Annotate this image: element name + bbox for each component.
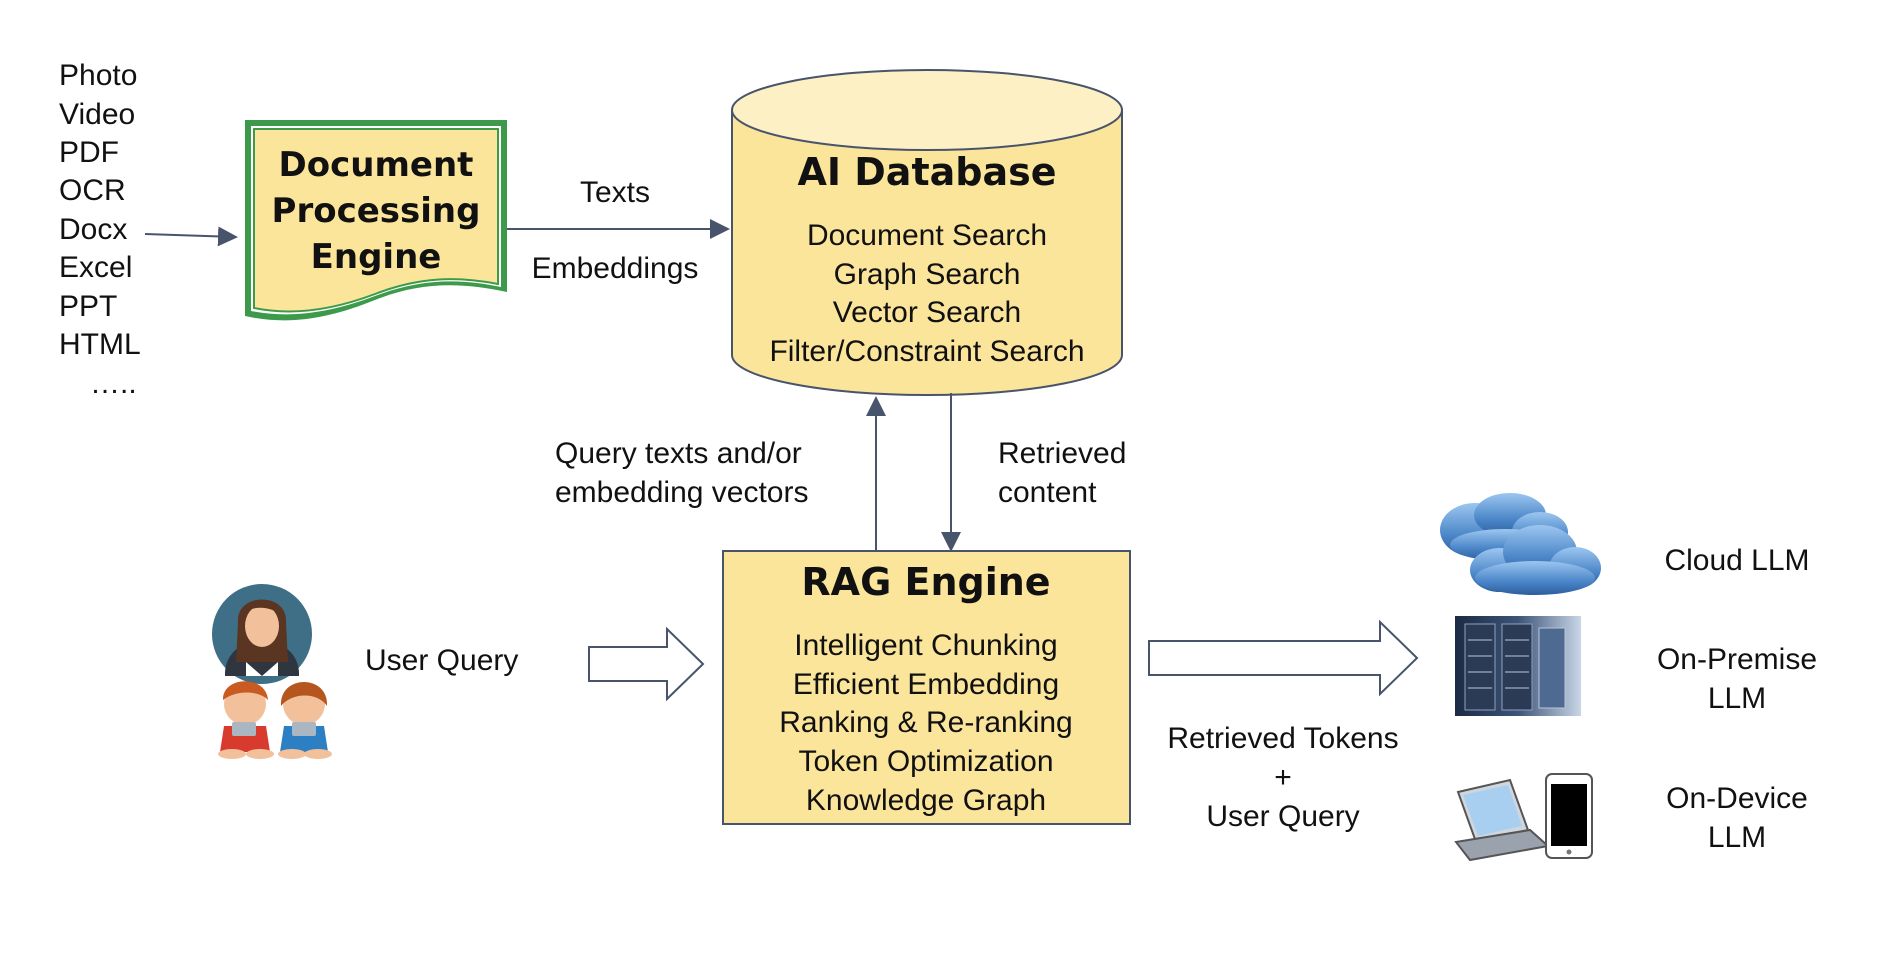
people-icon: [212, 584, 332, 759]
llm-on-device-label-1: On-Device: [1666, 782, 1808, 815]
rag-engine-box: [722, 550, 1131, 825]
rag-item-knowledge-graph: Knowledge Graph: [806, 784, 1046, 817]
retrieved-label-line-1: Retrieved: [998, 437, 1126, 470]
server-rack-icon: [1455, 616, 1581, 716]
output-label-plus: +: [1274, 761, 1292, 794]
ai-database: AI Database Document Search Graph Search…: [731, 69, 1123, 396]
llm-on-device-label-2: LLM: [1708, 821, 1766, 854]
rag-item-ranking: Ranking & Re-ranking: [779, 706, 1072, 739]
rag-item-embedding: Efficient Embedding: [793, 668, 1059, 701]
link-label-embeddings: Embeddings: [532, 252, 699, 285]
db-cylinder-top: [731, 69, 1123, 151]
arrow-inputs-to-doc-engine: [144, 226, 238, 247]
db-item-document-search: Document Search: [807, 219, 1047, 252]
doc-engine-label-3: Engine: [311, 237, 442, 277]
llm-on-premise-label-2: LLM: [1708, 682, 1766, 715]
doc-engine-label-1: Document: [279, 145, 474, 185]
input-format-html: HTML: [59, 328, 141, 361]
block-arrow-user-to-rag: [588, 626, 705, 702]
input-format-photo: Photo: [59, 59, 137, 92]
doc-processing-engine: Document Processing Engine: [245, 120, 507, 321]
link-label-texts: Texts: [580, 176, 650, 209]
db-cylinder-body: [731, 109, 1123, 396]
db-title: AI Database: [797, 150, 1056, 194]
input-format-list: Photo Video PDF OCR Docx Excel PPT HTML …: [59, 59, 141, 400]
rag-engine: RAG Engine Intelligent Chunking Efficien…: [722, 550, 1131, 825]
user-query-label: User Query: [365, 644, 518, 677]
output-label-line-1: Retrieved Tokens: [1167, 722, 1398, 755]
llm-on-premise-label-1: On-Premise: [1657, 643, 1817, 676]
rag-item-token-optimization: Token Optimization: [798, 745, 1053, 778]
query-label-line-2: embedding vectors: [555, 476, 808, 509]
input-format-ocr: OCR: [59, 174, 126, 207]
cloud-icon: [1440, 493, 1601, 595]
input-format-pdf: PDF: [59, 136, 119, 169]
llm-cloud-label: Cloud LLM: [1664, 544, 1809, 577]
input-format-docx: Docx: [59, 213, 127, 246]
input-format-excel: Excel: [59, 251, 132, 284]
input-format-video: Video: [59, 98, 135, 131]
laptop-phone-icon: [1454, 773, 1593, 862]
block-arrow-rag-to-llms: [1148, 619, 1419, 697]
db-item-vector-search: Vector Search: [833, 296, 1021, 329]
doc-engine-body: [253, 128, 499, 313]
doc-engine-label-2: Processing: [272, 191, 481, 231]
db-item-graph-search: Graph Search: [834, 258, 1021, 291]
output-label-line-3: User Query: [1206, 800, 1359, 833]
rag-title: RAG Engine: [801, 560, 1050, 604]
rag-item-chunking: Intelligent Chunking: [794, 629, 1058, 662]
input-format-ppt: PPT: [59, 290, 117, 323]
query-label-line-1: Query texts and/or: [555, 437, 802, 470]
retrieved-label-line-2: content: [998, 476, 1097, 509]
db-item-filter-search: Filter/Constraint Search: [769, 335, 1084, 368]
input-format-more: …..: [90, 367, 137, 400]
